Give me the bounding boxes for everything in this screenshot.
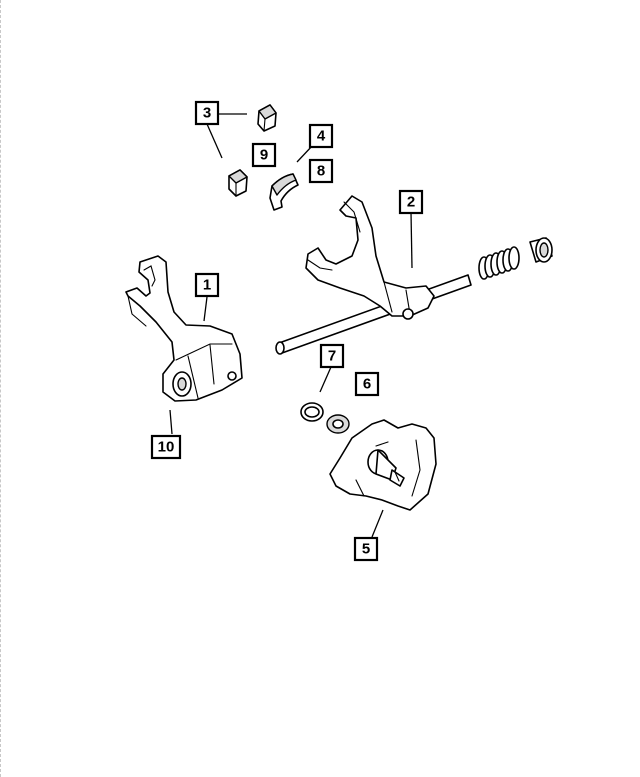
part-2-shift-fork-rail-assembly bbox=[275, 195, 553, 355]
part-2-spring bbox=[478, 246, 520, 280]
leader-2 bbox=[410, 211, 413, 269]
page-edge-dashed-border bbox=[0, 0, 4, 777]
leader-lines bbox=[169, 113, 413, 538]
callout-2-label: 2 bbox=[407, 194, 415, 211]
callout-5: 5 bbox=[353, 536, 379, 562]
callout-6: 6 bbox=[354, 371, 380, 397]
callout-10-label: 10 bbox=[158, 439, 175, 456]
callout-5-label: 5 bbox=[362, 541, 370, 558]
callout-9: 9 bbox=[251, 142, 277, 168]
callout-8: 8 bbox=[308, 158, 334, 184]
part-2-sleeve bbox=[529, 237, 553, 263]
leader-1 bbox=[203, 296, 208, 322]
callout-3: 3 bbox=[194, 100, 220, 126]
callout-3-label: 3 bbox=[203, 105, 211, 122]
callout-7-label: 7 bbox=[328, 348, 336, 365]
callout-9-label: 9 bbox=[260, 147, 268, 164]
leader-3-lower bbox=[206, 123, 223, 159]
part-5-shift-lever-plate bbox=[329, 419, 437, 511]
callout-8-label: 8 bbox=[317, 163, 325, 180]
leader-5 bbox=[371, 509, 384, 538]
part-7-snap-ring bbox=[300, 402, 324, 422]
part-4-fork-shoe bbox=[269, 173, 299, 211]
part-1-shift-fork bbox=[125, 255, 243, 402]
callout-1-label: 1 bbox=[203, 277, 211, 294]
leader-10 bbox=[169, 409, 173, 435]
callout-2: 2 bbox=[398, 189, 424, 215]
callout-1: 1 bbox=[194, 272, 220, 298]
part-3-shift-pad bbox=[228, 169, 248, 197]
part-9-shift-pad bbox=[257, 104, 277, 132]
part-6-washer bbox=[326, 414, 350, 434]
leader-7 bbox=[319, 366, 332, 393]
callout-4-label: 4 bbox=[317, 128, 326, 145]
callout-4: 4 bbox=[308, 123, 334, 149]
callout-7: 7 bbox=[319, 343, 345, 369]
callout-10: 10 bbox=[150, 434, 182, 460]
callout-6-label: 6 bbox=[363, 376, 371, 393]
